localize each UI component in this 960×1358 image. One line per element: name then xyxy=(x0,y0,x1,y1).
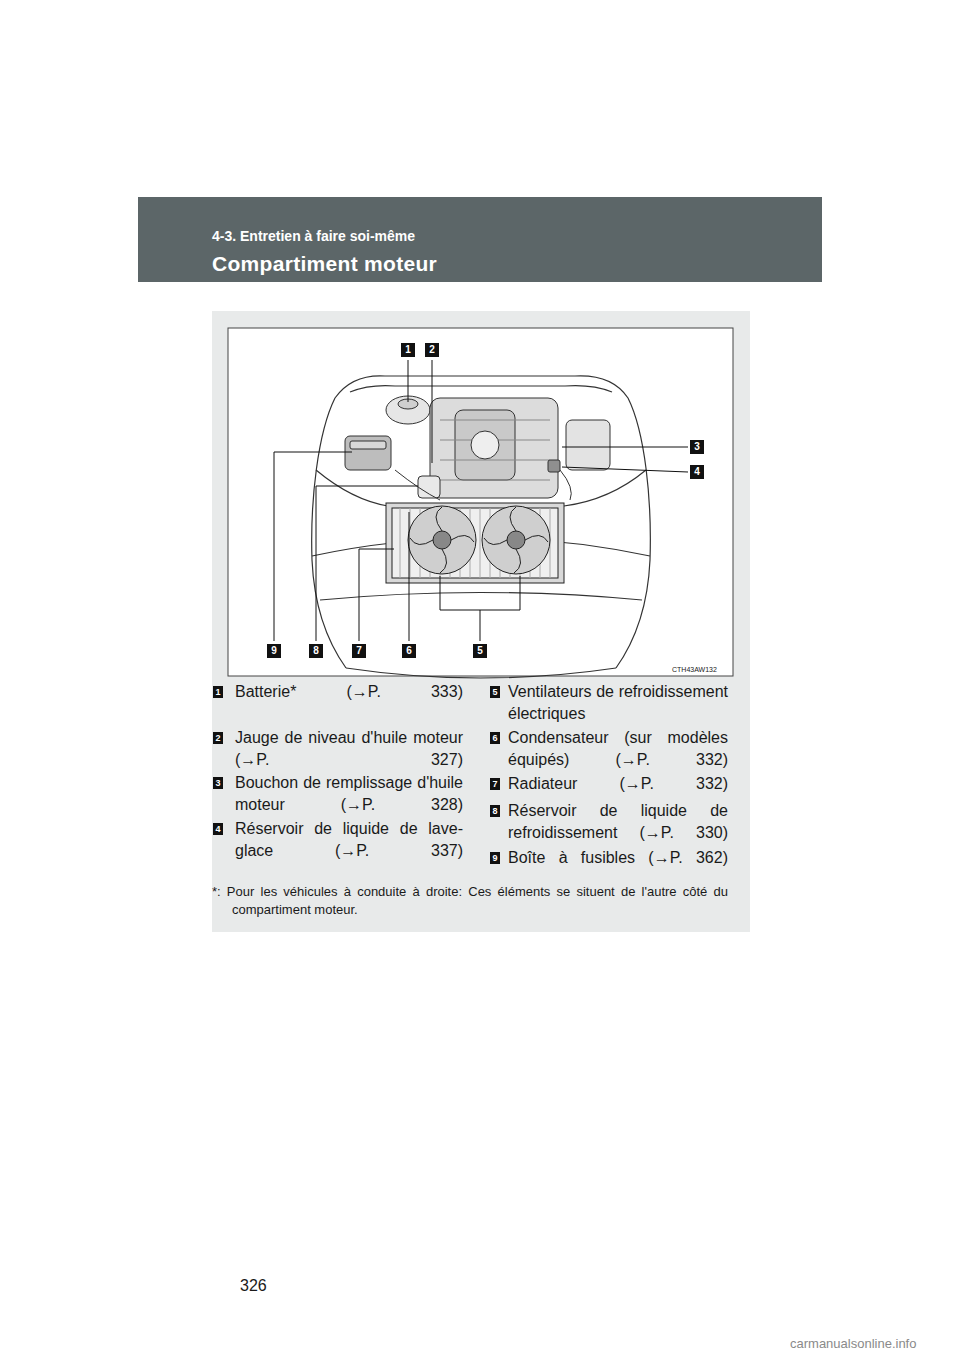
part-name: Ventilateurs de refroidissement électriq… xyxy=(508,681,728,725)
list-number: 8 xyxy=(490,805,500,817)
callout-number: 1 xyxy=(401,343,415,357)
part-name: Condensateur (sur modèles équipés) (→P. … xyxy=(508,727,728,771)
part-name: Radiateur (→P. 332) xyxy=(508,773,728,795)
list-number: 1 xyxy=(213,686,223,698)
part-name: Boîte à fusibles (→P. 362) xyxy=(508,847,728,869)
section-label: 4-3. Entretien à faire soi-même xyxy=(212,227,415,245)
part-name: Jauge de niveau d'huile moteur (→P. 327) xyxy=(235,727,463,771)
callout-number: 5 xyxy=(473,644,487,658)
figure-frame xyxy=(228,328,733,676)
callout-number: 2 xyxy=(425,343,439,357)
figure-code: CTH43AW132 xyxy=(672,665,717,674)
callout-number: 3 xyxy=(690,440,704,454)
list-number: 9 xyxy=(490,852,500,864)
engine-parts xyxy=(345,396,610,500)
list-number: 3 xyxy=(213,777,223,789)
callout-number: 8 xyxy=(309,644,323,658)
watermark: carmanualsonline.info xyxy=(790,1336,916,1352)
part-name: Réservoir de liquide de refroidissement … xyxy=(508,800,728,844)
page-number: 326 xyxy=(240,1276,267,1296)
car-body xyxy=(312,376,651,678)
footnote: *: Pour les véhicules à conduite à droit… xyxy=(212,883,728,919)
list-number: 6 xyxy=(490,732,500,744)
callout-number: 6 xyxy=(402,644,416,658)
callout-number: 9 xyxy=(267,644,281,658)
list-number: 4 xyxy=(213,823,223,835)
content-panel xyxy=(212,311,750,932)
list-number: 7 xyxy=(490,778,500,790)
leader-lines xyxy=(274,360,688,641)
page-title: Compartiment moteur xyxy=(212,251,437,277)
part-name: Réservoir de liquide de lave-glace (→P. … xyxy=(235,818,463,862)
header-band xyxy=(138,197,822,282)
callout-number: 4 xyxy=(690,465,704,479)
callout-number: 7 xyxy=(352,644,366,658)
part-name: Bouchon de remplissage d'huile moteur (→… xyxy=(235,772,463,816)
radiator-assembly xyxy=(386,503,564,583)
list-number: 5 xyxy=(490,686,500,698)
list-number: 2 xyxy=(213,732,223,744)
part-name: Batterie* (→P. 333) xyxy=(235,681,463,703)
